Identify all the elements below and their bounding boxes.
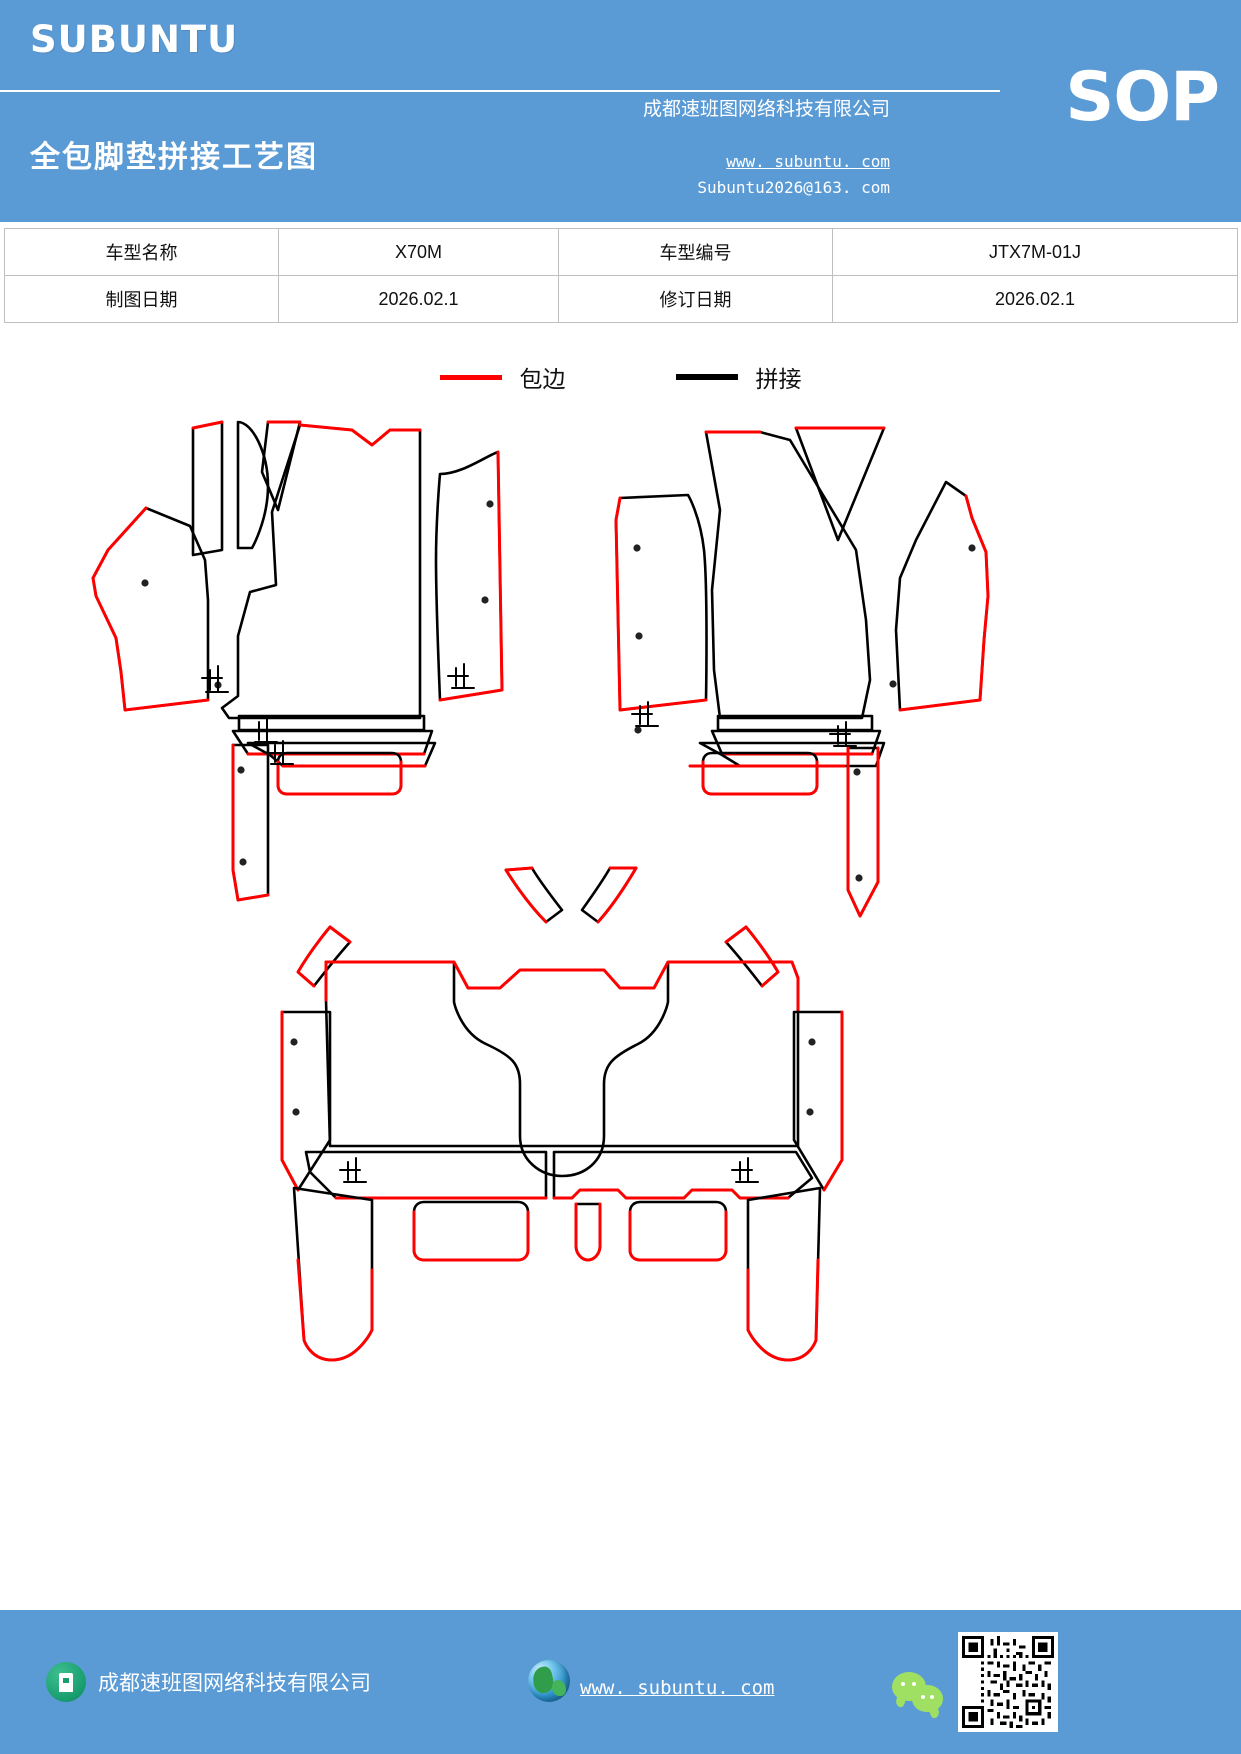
- wechat-icon: [892, 1672, 948, 1714]
- cell-model-name-value: X70M: [278, 228, 559, 276]
- footer-company-block: 成都速班图网络科技有限公司: [46, 1662, 371, 1702]
- header-divider: [0, 90, 1000, 92]
- technical-drawing-canvas: [0, 400, 1241, 1420]
- legend-label-splice: 拼接: [755, 367, 802, 393]
- document-title: 全包脚垫拼接工艺图: [30, 140, 318, 175]
- header-email: Subuntu2026@163. com: [697, 178, 890, 197]
- table-row: 制图日期 2026.02.1 修订日期 2026.02.1: [4, 275, 1238, 323]
- legend-swatch-red-icon: [439, 374, 502, 380]
- brand-logo: SUBUNTU: [30, 18, 239, 61]
- table-row: 车型名称 X70M 车型编号 JTX7M-01J: [4, 228, 1238, 276]
- legend-label-binding: 包边: [519, 367, 566, 393]
- rear-assembly: [280, 866, 844, 1362]
- vehicle-info-table: 车型名称 X70M 车型编号 JTX7M-01J 制图日期 2026.02.1 …: [4, 228, 1238, 323]
- header-website-link[interactable]: www. subuntu. com: [726, 152, 890, 171]
- cell-revise-date-value: 2026.02.1: [832, 275, 1238, 323]
- front-right-assembly: [614, 426, 990, 918]
- footer-website-block[interactable]: www. subuntu. com: [528, 1660, 774, 1702]
- front-left-assembly: [91, 420, 504, 902]
- drawing-legend: 包边 拼接: [0, 360, 1241, 394]
- cell-model-name-label: 车型名称: [4, 228, 279, 276]
- cell-draw-date-value: 2026.02.1: [278, 275, 559, 323]
- qr-code-svg: [962, 1636, 1054, 1728]
- page-header: SUBUNTU 全包脚垫拼接工艺图 成都速班图网络科技有限公司 www. sub…: [0, 0, 1241, 222]
- legend-item-splice: 拼接: [675, 360, 802, 394]
- footer-company-name: 成都速班图网络科技有限公司: [98, 1671, 371, 1695]
- page-footer: 成都速班图网络科技有限公司 www. subuntu. com: [0, 1610, 1241, 1754]
- legend-swatch-black-icon: [675, 374, 738, 380]
- legend-item-binding: 包边: [439, 360, 566, 394]
- qr-code: [958, 1632, 1058, 1732]
- cell-model-code-value: JTX7M-01J: [832, 228, 1238, 276]
- header-company-name: 成都速班图网络科技有限公司: [642, 98, 890, 120]
- globe-icon: [528, 1660, 570, 1702]
- sop-badge: SOP: [1065, 58, 1220, 137]
- floor-mat-pattern-svg: [91, 420, 990, 1362]
- cell-revise-date-label: 修订日期: [558, 275, 833, 323]
- footer-website-link[interactable]: www. subuntu. com: [580, 1677, 775, 1699]
- building-icon: [46, 1662, 86, 1702]
- cell-model-code-label: 车型编号: [558, 228, 833, 276]
- cell-draw-date-label: 制图日期: [4, 275, 279, 323]
